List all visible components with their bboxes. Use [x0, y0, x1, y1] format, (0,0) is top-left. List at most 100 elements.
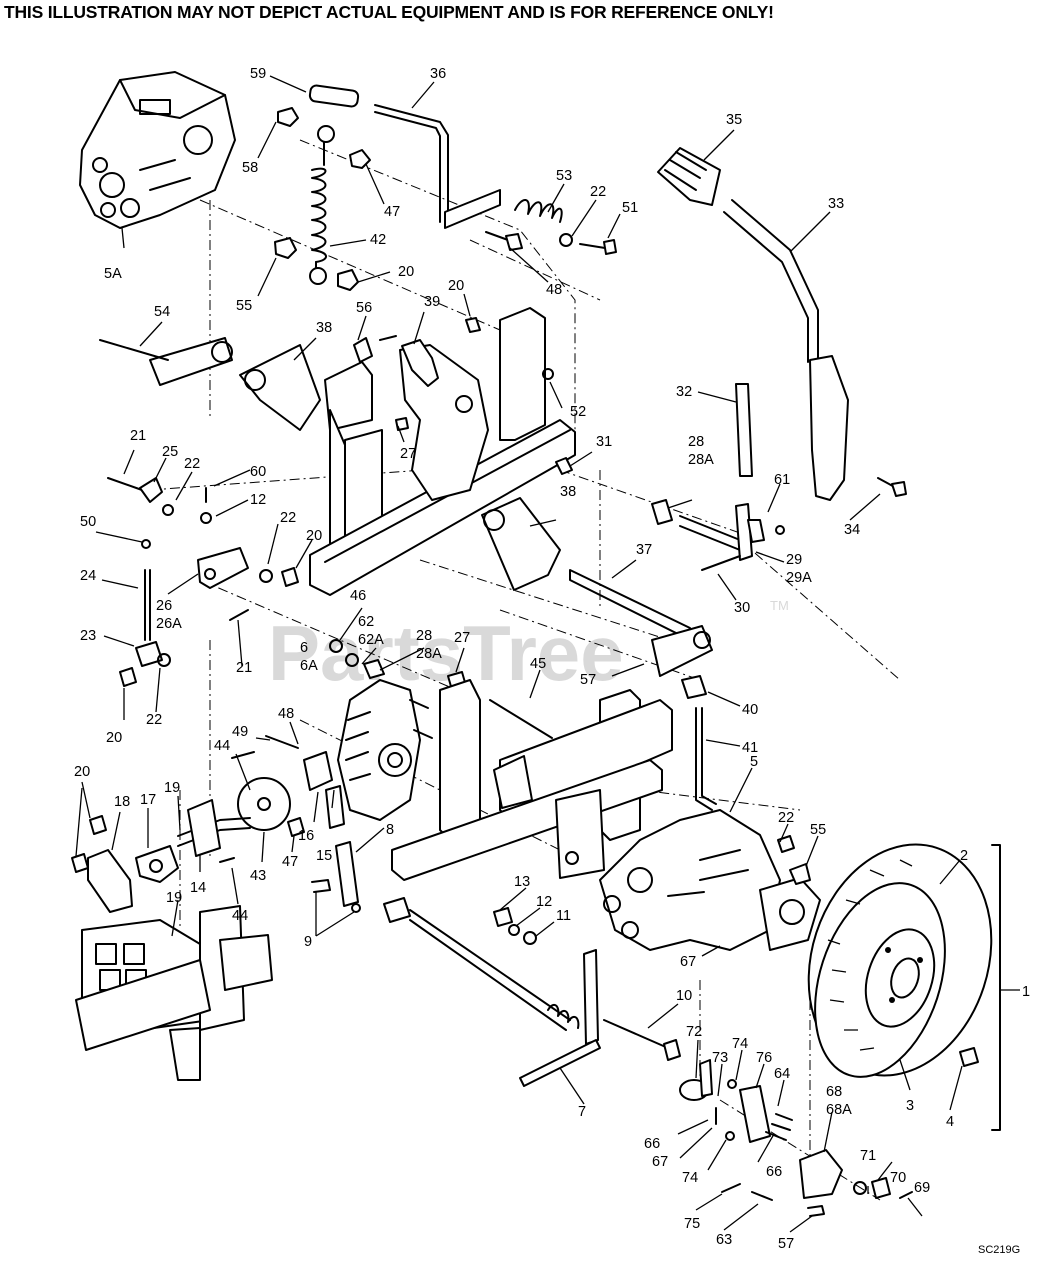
callout-13: 13	[514, 874, 530, 890]
callout-49: 49	[232, 724, 248, 740]
callout-1: 1	[1022, 984, 1030, 1000]
callout-31: 31	[596, 434, 612, 450]
callout-38a: 38	[316, 320, 332, 336]
callout-38b: 38	[560, 484, 576, 500]
transmission-5a	[79, 71, 236, 229]
callout-30: 30	[734, 600, 750, 616]
callout-70: 70	[890, 1170, 906, 1186]
callout-32: 32	[676, 384, 692, 400]
callout-14: 14	[190, 880, 206, 896]
cross-shaft	[481, 497, 717, 811]
callout-11: 11	[556, 908, 571, 924]
callout-47a: 47	[384, 204, 400, 220]
callout-22e: 22	[778, 810, 794, 826]
callout-12a: 12	[250, 492, 266, 508]
callout-5a: 5A	[104, 266, 122, 282]
callout-19a: 19	[164, 780, 180, 796]
callout-52: 52	[570, 404, 586, 420]
callout-48b: 48	[278, 706, 294, 722]
leader-lines	[75, 75, 1020, 1233]
callout-36: 36	[430, 66, 446, 82]
callout-9: 9	[304, 934, 312, 950]
callout-12b: 12	[536, 894, 552, 910]
callout-15: 15	[316, 848, 332, 864]
center-frame	[391, 679, 673, 881]
watermark: PartsTree	[268, 609, 624, 697]
pump-bracket	[231, 735, 345, 837]
callout-55a: 55	[236, 298, 252, 314]
callout-67a: 67	[680, 954, 696, 970]
callout-21a: 21	[130, 428, 146, 444]
callout-61: 61	[774, 472, 790, 488]
callout-labels: 59 36 58 47 42 20 55 5A 48 53 22 51 35 3…	[74, 66, 1030, 1252]
callout-35: 35	[726, 112, 742, 128]
lift-lever-36	[308, 84, 501, 229]
callout-20b: 20	[448, 278, 464, 294]
pump-6	[329, 639, 467, 821]
callout-74b: 74	[682, 1170, 698, 1186]
callout-42: 42	[370, 232, 386, 248]
callout-47b: 47	[282, 854, 298, 870]
callout-19b: 19	[166, 890, 182, 906]
spring-53-group	[485, 199, 617, 255]
callout-27b: 27	[454, 630, 470, 646]
wheel-assembly	[807, 843, 1001, 1131]
left-lower-frame	[75, 905, 273, 1081]
callout-60: 60	[250, 464, 266, 480]
callout-57b: 57	[778, 1236, 794, 1252]
callout-20a: 20	[398, 264, 414, 280]
upper-frame	[99, 307, 576, 596]
link-8	[311, 841, 361, 913]
callout-7: 7	[578, 1104, 586, 1120]
transmission-5	[599, 809, 821, 951]
drawing-code: SC219G	[978, 1244, 1021, 1256]
callout-25: 25	[162, 444, 178, 460]
callout-39: 39	[424, 294, 440, 310]
callout-71: 71	[860, 1148, 876, 1164]
callout-45: 45	[530, 656, 546, 672]
callout-69: 69	[914, 1180, 930, 1196]
callout-46: 46	[350, 588, 366, 604]
callout-27a: 27	[400, 446, 416, 462]
disclaimer-text: THIS ILLUSTRATION MAY NOT DEPICT ACTUAL …	[4, 2, 774, 22]
callout-53: 53	[556, 168, 572, 184]
callout-67b: 67	[652, 1154, 668, 1170]
callout-72: 72	[686, 1024, 702, 1040]
callout-41: 41	[742, 740, 758, 756]
callout-8: 8	[386, 822, 394, 838]
callout-64: 64	[774, 1066, 790, 1082]
callout-37: 37	[636, 542, 652, 558]
callout-24: 24	[80, 568, 96, 584]
callout-50: 50	[80, 514, 96, 530]
callout-66b: 66	[766, 1164, 782, 1180]
spring-assembly	[274, 107, 371, 291]
watermark-tm: TM	[770, 598, 789, 613]
callout-22b: 22	[184, 456, 200, 472]
callout-18: 18	[114, 794, 130, 810]
callout-16: 16	[298, 828, 314, 844]
callout-44b: 44	[232, 908, 248, 924]
callout-54: 54	[154, 304, 170, 320]
callout-21b: 21	[236, 660, 252, 676]
callout-51: 51	[622, 200, 638, 216]
control-rod-7	[383, 897, 681, 1087]
callout-33: 33	[828, 196, 844, 212]
callout-74a: 74	[732, 1036, 748, 1052]
callout-76: 76	[756, 1050, 772, 1066]
callout-22d: 22	[146, 712, 162, 728]
callout-34: 34	[844, 522, 860, 538]
left-linkage	[107, 477, 299, 687]
callout-58: 58	[242, 160, 258, 176]
callout-55b: 55	[810, 822, 826, 838]
callout-75: 75	[684, 1216, 700, 1232]
callout-4: 4	[946, 1114, 954, 1130]
drive-lever-33	[657, 147, 907, 501]
callout-2: 2	[960, 848, 968, 864]
